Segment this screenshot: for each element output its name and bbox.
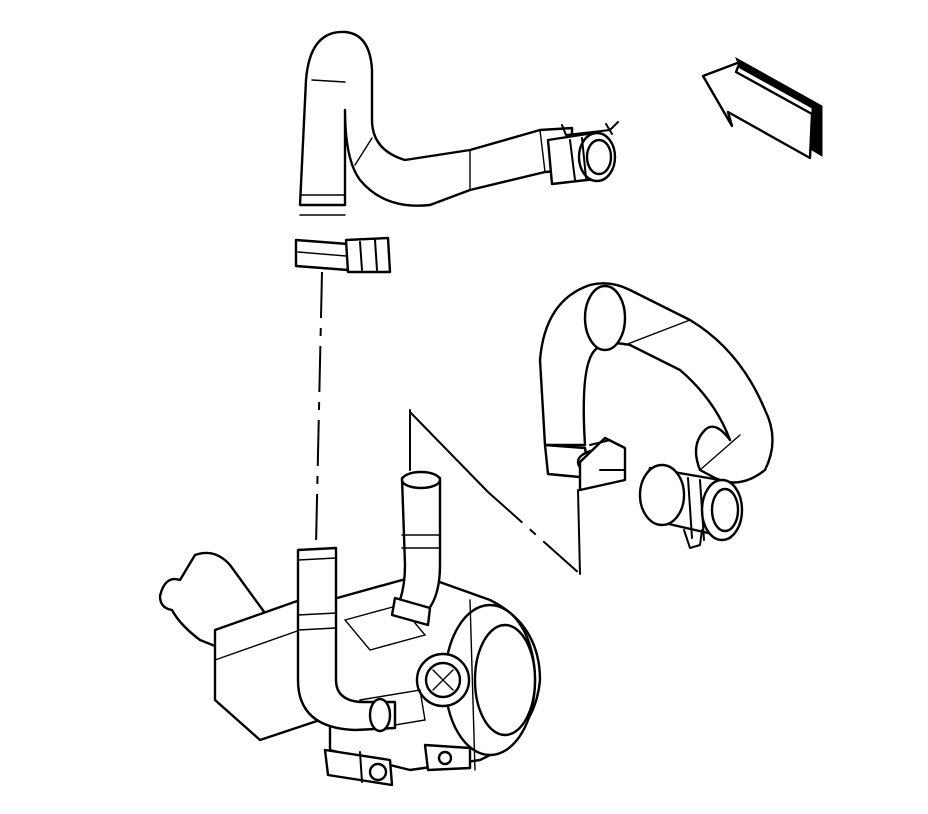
- lower-hose-clamp-end: [638, 463, 744, 549]
- leader-line-right: [409, 409, 489, 493]
- valve-assembly: [158, 551, 542, 772]
- alignment-line-left: [315, 271, 323, 546]
- valve-mounting-bracket: [323, 743, 472, 787]
- upper-hose: [298, 30, 574, 216]
- lower-hose: [538, 282, 774, 484]
- valve-inlet-pipe: [296, 546, 397, 733]
- upper-hose-clamp-top: [546, 121, 619, 186]
- direction-arrow-icon: [701, 56, 823, 160]
- lower-hose-clamp-upper: [543, 436, 627, 492]
- leader-line-dashed: [487, 491, 581, 575]
- valve-outlet-pipe: [390, 470, 442, 627]
- upper-hose-clamp-bottom: [294, 236, 392, 274]
